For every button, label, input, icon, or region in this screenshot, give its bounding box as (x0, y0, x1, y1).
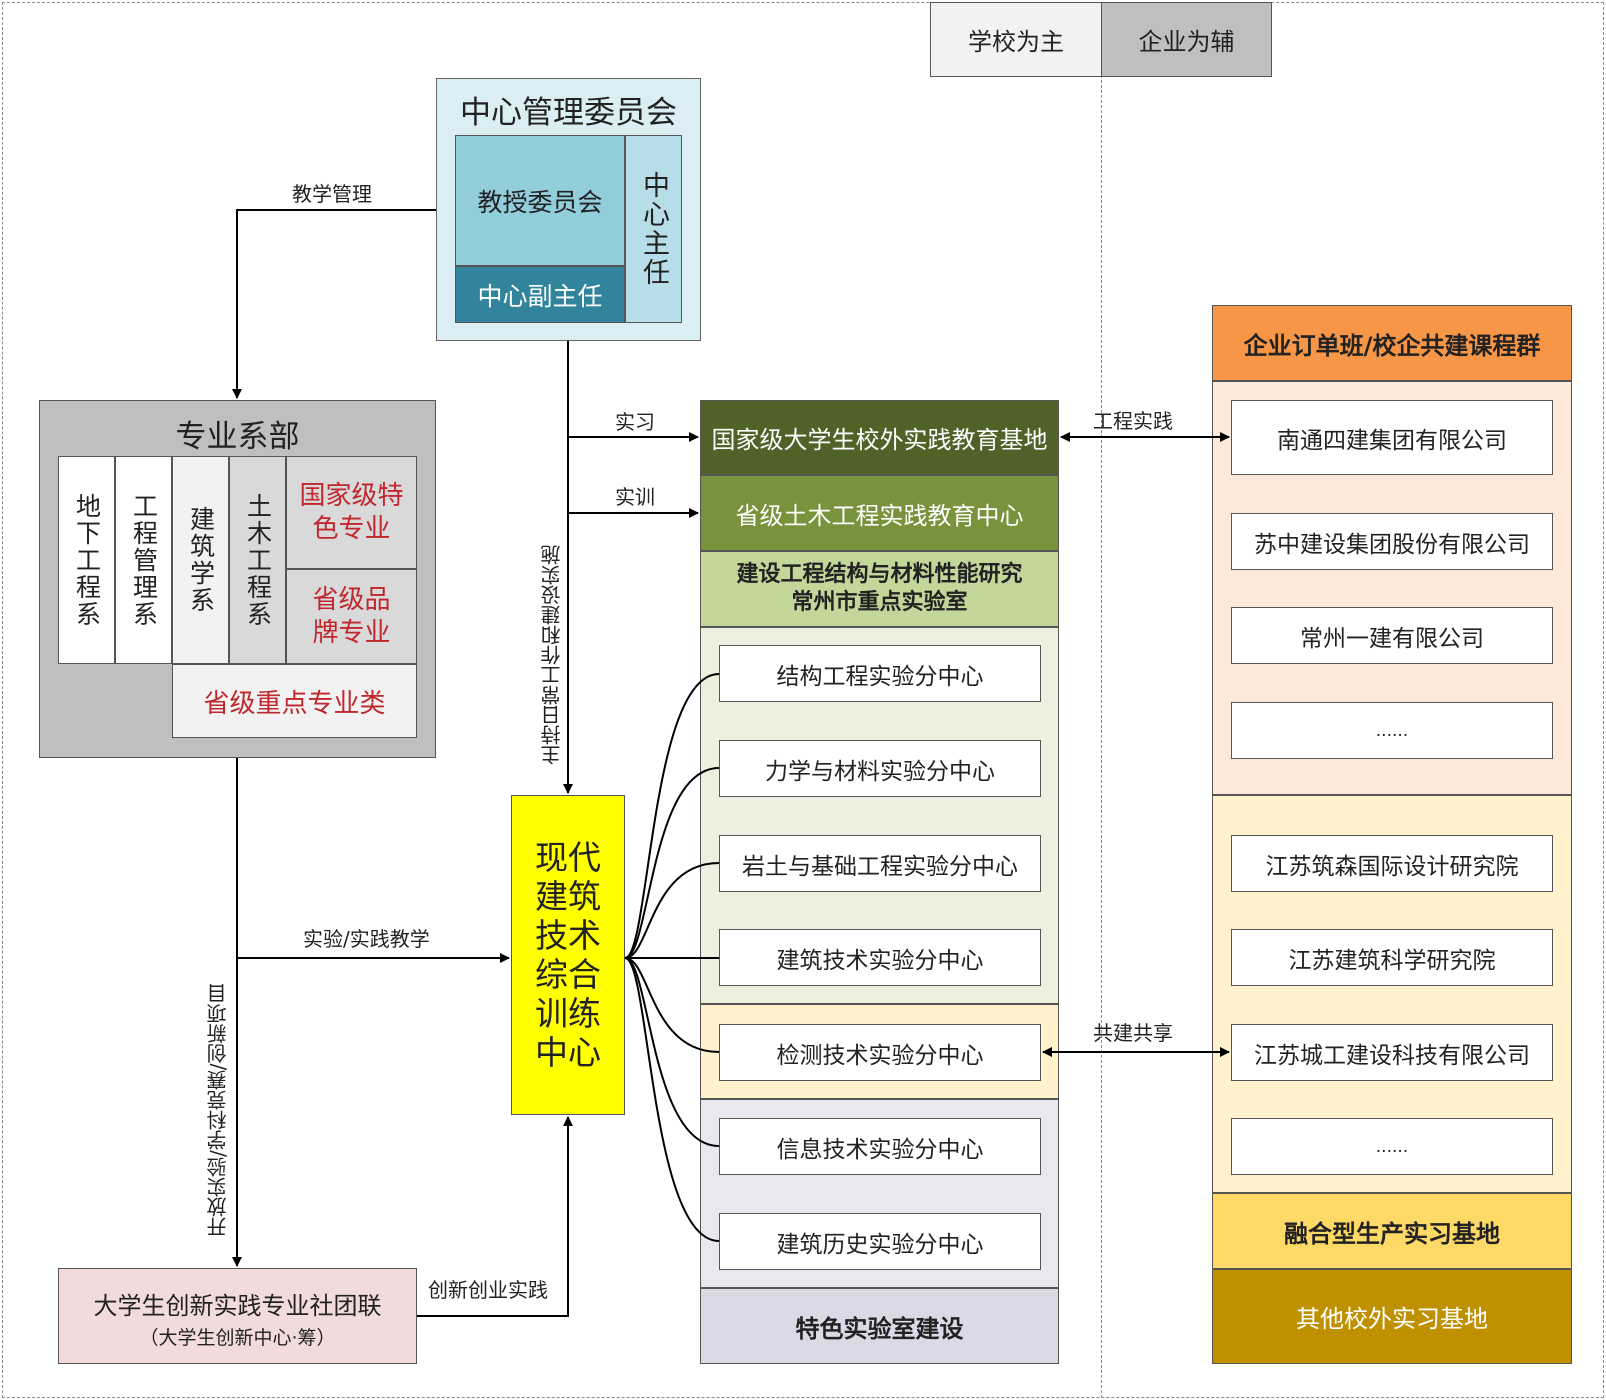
label-innovation-practice: 创新创业实践 (428, 1278, 548, 1302)
provincial-center: 省级土木工程实践教育中心 (700, 475, 1059, 551)
enterprise-more-2-label: ...... (1375, 1136, 1409, 1157)
other-base: 其他校外实习基地 (1212, 1269, 1572, 1364)
fan-information (624, 957, 720, 1147)
enterprise-suzhong: 苏中建设集团股份有限公司 (1231, 513, 1553, 570)
feature-lab-label: 特色实验室建设 (795, 1314, 964, 1343)
lab-geotechnical-label: 岩土与基础工程实验分中心 (742, 853, 1018, 880)
fan-mechanics (624, 767, 720, 959)
lab-structural: 结构工程实验分中心 (719, 645, 1041, 702)
committee-title: 中心管理委员会 (460, 94, 677, 131)
enterprise-more-2: ...... (1231, 1118, 1553, 1175)
key-lab: 建设工程结构与材料性能研究 常州市重点实验室 (700, 551, 1059, 627)
order-class: 企业订单班/校企共建课程群 (1212, 305, 1572, 381)
enterprise-suzhong-label: 苏中建设集团股份有限公司 (1254, 531, 1530, 558)
label-experiment-teaching: 实验/实践教学 (303, 927, 430, 951)
label-daily-work: 主持日常工作和建设实施 (540, 545, 564, 765)
label-teaching-management: 教学管理 (292, 182, 372, 206)
national-feature-major: 国家级特色专业 (286, 456, 417, 569)
enterprise-nantong-label: 南通四建集团有限公司 (1277, 427, 1507, 454)
fan-architecture-history (624, 957, 720, 1242)
other-base-label: 其他校外实习基地 (1296, 1305, 1488, 1333)
legend-enterprise-label: 企业为辅 (1138, 28, 1235, 56)
dept-underground: 地下工程系 (58, 456, 115, 664)
innovation-club: 大学生创新实践专业社团联 （大学生创新中心·筹） (58, 1268, 417, 1364)
enterprise-changzhou-label: 常州一建有限公司 (1300, 625, 1484, 652)
lab-building-tech: 建筑技术实验分中心 (719, 929, 1041, 986)
national-base-label: 国家级大学生校外实践教育基地 (711, 426, 1048, 454)
lab-information-label: 信息技术实验分中心 (776, 1136, 984, 1163)
provincial-key-major-label: 省级重点专业类 (203, 688, 386, 719)
enterprise-chenggong-label: 江苏城工建设科技有限公司 (1254, 1042, 1530, 1069)
training-center-label: 现代建筑技术综合训练中心 (535, 838, 601, 1072)
legend-school-label: 学校为主 (968, 28, 1064, 56)
lab-mechanics: 力学与材料实验分中心 (719, 740, 1041, 797)
label-co-build: 共建共享 (1093, 1021, 1173, 1045)
provincial-brand-major: 省级品牌专业 (286, 569, 417, 664)
lab-building-tech-label: 建筑技术实验分中心 (776, 947, 984, 974)
order-class-label: 企业订单班/校企共建课程群 (1243, 331, 1541, 360)
enterprise-chenggong: 江苏城工建设科技有限公司 (1231, 1024, 1553, 1081)
lab-geotechnical: 岩土与基础工程实验分中心 (719, 835, 1041, 892)
dept-architecture: 建筑学系 (172, 456, 229, 664)
key-lab-label: 建设工程结构与材料性能研究 常州市重点实验室 (736, 562, 1023, 615)
national-base: 国家级大学生校外实践教育基地 (700, 400, 1059, 475)
production-base: 融合型生产实习基地 (1212, 1193, 1572, 1269)
enterprise-nantong: 南通四建集团有限公司 (1231, 400, 1553, 475)
enterprise-zhusen: 江苏筑森国际设计研究院 (1231, 835, 1553, 892)
dept-architecture-label: 建筑学系 (186, 506, 216, 614)
innovation-club-title: 大学生创新实践专业社团联 (93, 1291, 382, 1320)
innovation-club-subtitle: （大学生创新中心·筹） (139, 1326, 336, 1349)
dept-underground-label: 地下工程系 (72, 492, 102, 628)
feature-lab: 特色实验室建设 (700, 1288, 1059, 1364)
fan-geotechnical (624, 862, 720, 959)
lab-architecture-history: 建筑历史实验分中心 (719, 1213, 1041, 1270)
label-engineering-practice: 工程实践 (1093, 409, 1173, 433)
professors-committee: 教授委员会 (455, 135, 625, 266)
enterprise-more-1-label: ...... (1375, 720, 1409, 741)
professors-committee-label: 教授委员会 (477, 187, 603, 217)
edge-innovation-practice (417, 1116, 573, 1317)
label-open-projects: 开放实验/学科竞赛/创新项目 (206, 983, 230, 1237)
lab-structural-label: 结构工程实验分中心 (776, 663, 984, 690)
training-center: 现代建筑技术综合训练中心 (511, 795, 625, 1115)
fan-detection (624, 957, 720, 1053)
director: 中心主任 (625, 135, 682, 323)
lab-detection-label: 检测技术实验分中心 (776, 1042, 984, 1069)
dept-construction-management: 工程管理系 (115, 456, 172, 664)
label-training: 实训 (615, 485, 655, 509)
production-base-label: 融合型生产实习基地 (1284, 1219, 1500, 1248)
national-feature-major-label: 国家级特色专业 (299, 480, 404, 544)
enterprise-jsjk-label: 江苏建筑科学研究院 (1288, 947, 1496, 974)
legend-enterprise: 企业为辅 (1101, 2, 1272, 77)
provincial-center-label: 省级土木工程实践教育中心 (735, 501, 1024, 530)
departments-title: 专业系部 (175, 418, 300, 455)
dept-civil-engineering-label: 土木工程系 (243, 492, 273, 628)
vice-director-label: 中心副主任 (477, 281, 603, 311)
enterprise-changzhou: 常州一建有限公司 (1231, 607, 1553, 664)
dept-construction-management-label: 工程管理系 (129, 492, 159, 628)
lab-detection: 检测技术实验分中心 (719, 1024, 1041, 1081)
provincial-brand-major-label: 省级品牌专业 (312, 584, 391, 648)
enterprise-zhusen-label: 江苏筑森国际设计研究院 (1265, 853, 1519, 880)
enterprise-more-1: ...... (1231, 702, 1553, 759)
lab-mechanics-label: 力学与材料实验分中心 (765, 758, 995, 785)
lab-information: 信息技术实验分中心 (719, 1118, 1041, 1175)
edge-teaching-management (232, 209, 436, 399)
lab-architecture-history-label: 建筑历史实验分中心 (776, 1231, 984, 1258)
director-label: 中心主任 (638, 171, 669, 287)
vice-director: 中心副主任 (455, 266, 625, 323)
school-enterprise-divider (1101, 75, 1102, 1398)
enterprise-jsjk: 江苏建筑科学研究院 (1231, 929, 1553, 986)
fan-structural (624, 673, 720, 959)
provincial-key-major: 省级重点专业类 (172, 664, 417, 738)
dept-civil-engineering: 土木工程系 (229, 456, 286, 664)
label-internship: 实习 (615, 410, 655, 434)
